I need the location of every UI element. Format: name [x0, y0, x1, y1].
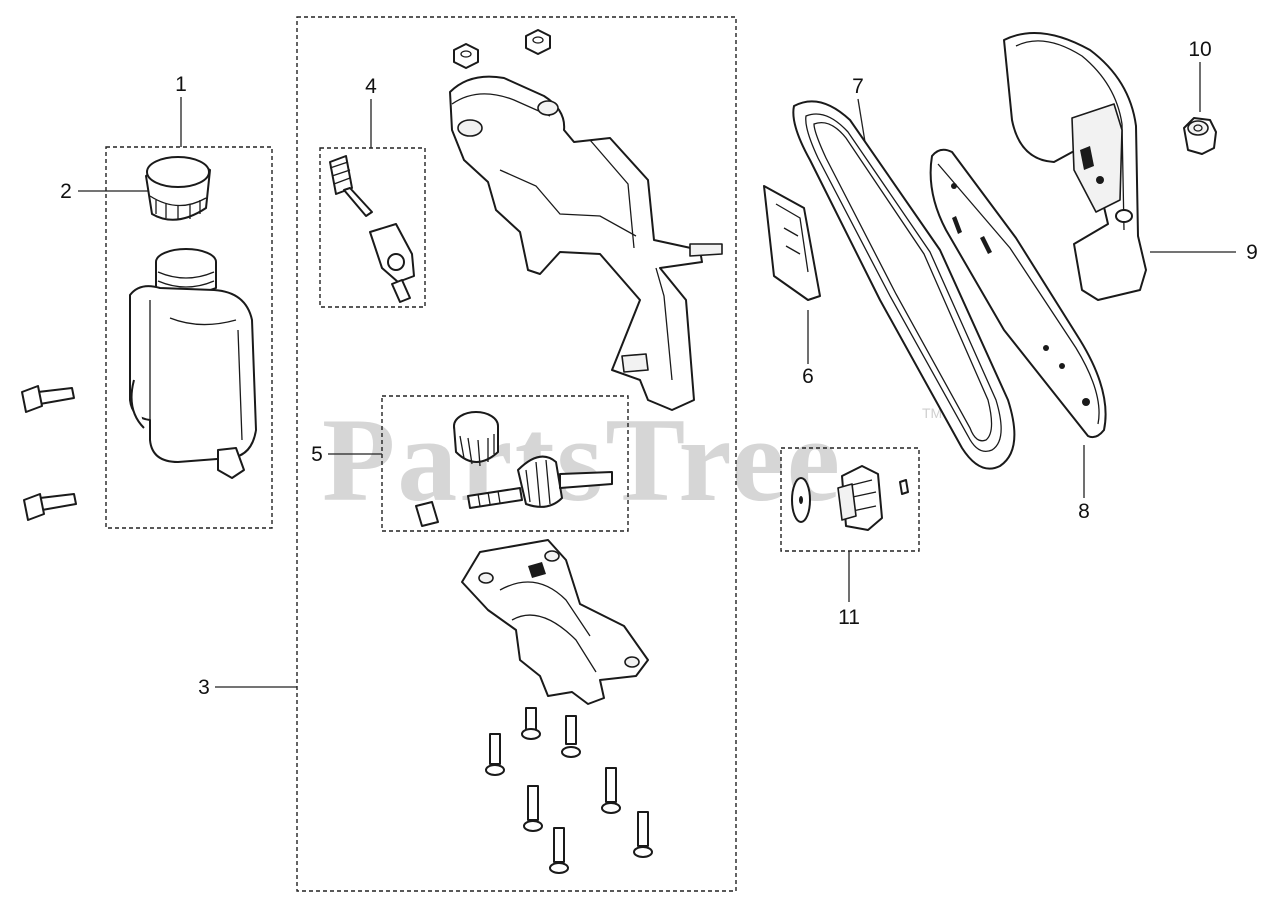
oil-pump-part	[329, 155, 415, 303]
group-box-1	[105, 146, 273, 529]
callout-7: 7	[852, 75, 864, 98]
gear-housing-upper-part	[449, 75, 723, 411]
callout-3: 3	[198, 676, 210, 699]
callout-9: 9	[1246, 241, 1258, 264]
bar-plate-part	[763, 185, 821, 301]
saw-chain-part	[792, 100, 1016, 470]
callout-8: 8	[1078, 500, 1090, 523]
group-box-3	[296, 16, 737, 892]
hex-nut-right	[525, 29, 551, 55]
group-box-11	[780, 447, 920, 552]
gear-housing-lower-part	[461, 539, 649, 705]
bar-nut-part	[1183, 117, 1217, 155]
sprocket-set-part	[791, 465, 909, 531]
callout-2: 2	[60, 180, 72, 203]
gear-set-part	[415, 411, 613, 527]
guide-bar-part	[929, 148, 1107, 439]
group-box-5	[381, 395, 629, 532]
callout-4: 4	[365, 75, 377, 98]
screw-set	[485, 707, 653, 874]
oil-cap-part	[145, 156, 211, 221]
callout-10: 10	[1188, 38, 1211, 61]
callout-5: 5	[311, 443, 323, 466]
oil-tank-part	[129, 248, 257, 479]
group-box-4	[319, 147, 426, 308]
watermark-text: PartsTree	[322, 393, 842, 526]
screw-left-lower	[23, 493, 77, 521]
chain-cover-part	[1003, 31, 1147, 301]
watermark-trademark: TM	[922, 405, 942, 421]
callout-1: 1	[175, 73, 187, 96]
callout-11: 11	[838, 606, 860, 629]
callout-6: 6	[802, 365, 814, 388]
screw-left-upper	[21, 385, 75, 413]
hex-nut-left	[453, 43, 479, 69]
